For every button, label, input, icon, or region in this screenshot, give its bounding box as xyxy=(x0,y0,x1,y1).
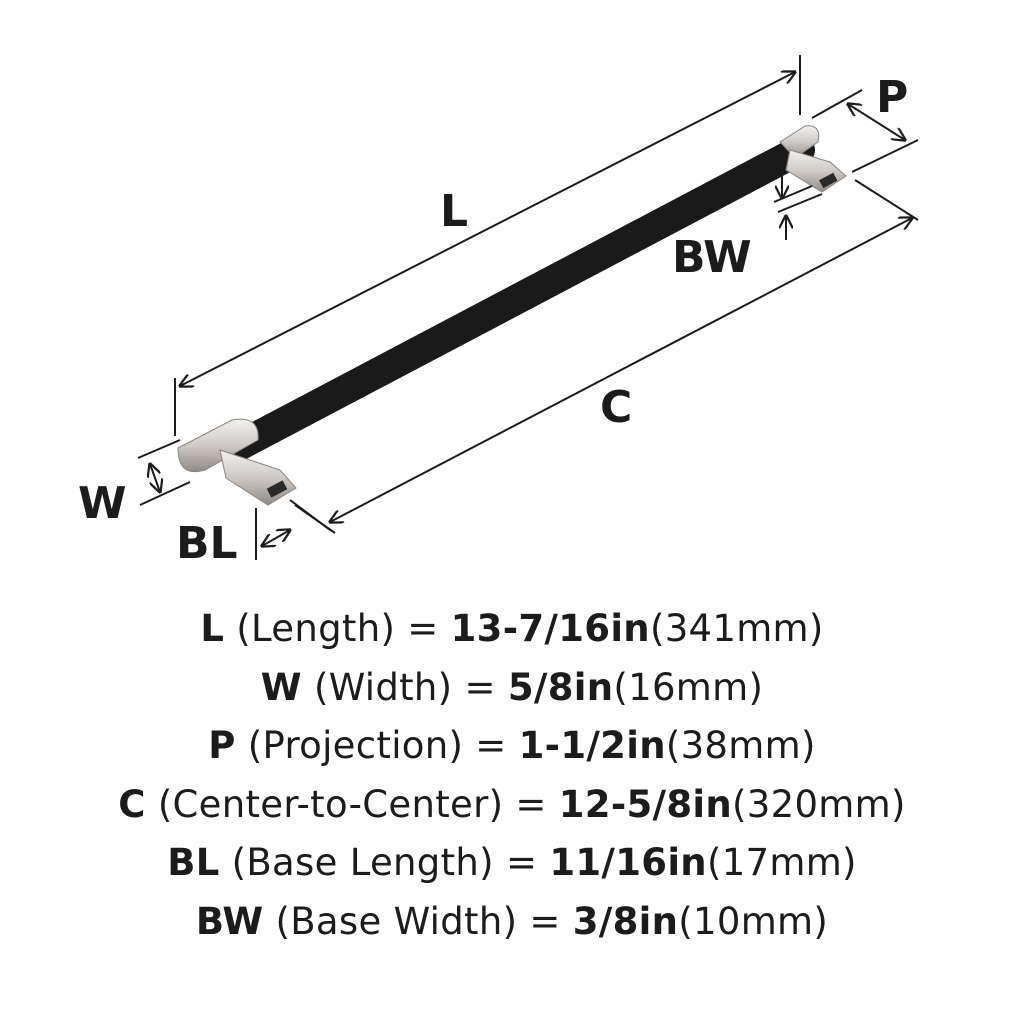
handle-bar xyxy=(220,135,815,463)
specifications-list: L (Length) = 13-7/16in(341mm) W (Width) … xyxy=(0,600,1024,951)
handle-dimension-diagram: L P BW C W BL xyxy=(78,55,919,569)
label-BW: BW xyxy=(672,232,752,283)
handle xyxy=(177,125,847,506)
label-BL: BL xyxy=(176,518,238,569)
spec-center-to-center: C (Center-to-Center) = 12-5/8in(320mm) xyxy=(118,782,906,826)
label-L: L xyxy=(440,186,468,237)
label-C: C xyxy=(600,382,632,433)
right-post xyxy=(779,125,847,193)
left-post xyxy=(177,418,297,506)
spec-base-width: BW (Base Width) = 3/8in(10mm) xyxy=(195,899,829,943)
spec-width: W (Width) = 5/8in(16mm) xyxy=(260,665,764,709)
spec-length: L (Length) = 13-7/16in(341mm) xyxy=(200,607,824,650)
spec-projection: P (Projection) = 1-1/2in(38mm) xyxy=(208,724,816,767)
label-P: P xyxy=(876,72,908,123)
label-W: W xyxy=(78,478,127,529)
spec-base-length: BL (Base Length) = 11/16in(17mm) xyxy=(167,841,857,884)
dimension-lines xyxy=(137,55,919,560)
